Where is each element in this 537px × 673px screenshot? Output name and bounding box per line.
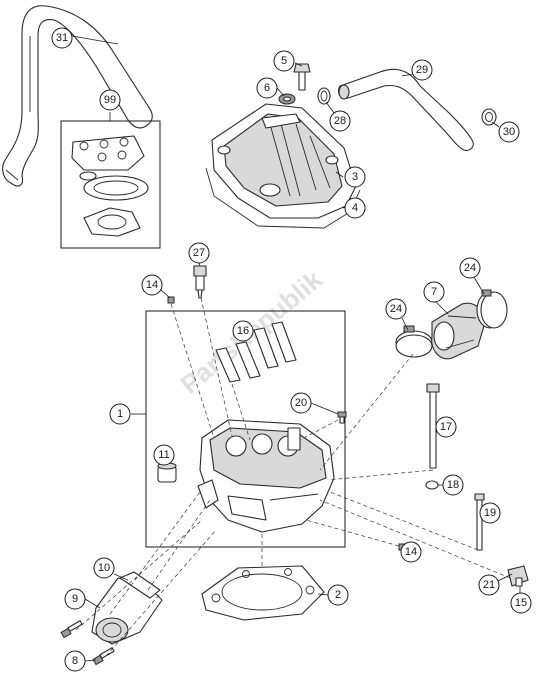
washer-18 [425,480,439,490]
callout-8: 8 [64,650,86,672]
svg-text:11: 11 [158,449,169,461]
breather-hose [2,5,153,187]
intake-boot-10 [91,571,163,645]
dowel-sleeve [157,462,177,483]
valve-cover [205,103,361,229]
callout-19: 19 [479,502,501,524]
svg-text:20: 20 [295,397,307,409]
svg-text:15: 15 [515,597,527,609]
svg-text:30: 30 [503,126,515,138]
gasket-kit-99 [60,120,161,249]
callout-21: 21 [478,574,500,596]
bolts-8-9 [60,620,115,666]
svg-text:18: 18 [447,479,459,491]
svg-text:9: 9 [72,593,78,605]
svg-text:28: 28 [334,115,346,127]
svg-text:6: 6 [264,82,270,94]
callout-4: 4 [344,197,366,219]
svg-text:4: 4 [352,202,358,214]
svg-text:7: 7 [431,286,437,298]
svg-text:10: 10 [98,562,110,574]
callout-2: 2 [327,584,349,606]
svg-text:2: 2 [335,589,341,601]
bolt-19 [474,493,485,551]
callout-11: 11 [153,444,175,466]
svg-text:1: 1 [117,408,123,420]
svg-text:29: 29 [416,64,428,76]
callout-20: 20 [290,392,312,414]
svg-text:19: 19 [484,507,496,519]
valve-guides [215,321,297,383]
callout-3: 3 [344,166,366,188]
callout-14-bottom: 14 [400,541,422,563]
screw-20 [337,411,347,424]
intake-clamp-24a [395,325,433,358]
callout-27: 27 [188,242,210,264]
callout-24-left: 24 [385,298,407,320]
svg-text:27: 27 [193,247,205,259]
svg-text:5: 5 [281,55,287,67]
svg-text:24: 24 [390,303,402,315]
callout-99: 99 [99,89,121,111]
svg-text:21: 21 [483,579,495,591]
svg-text:14: 14 [146,279,158,291]
callout-24-right: 24 [459,257,481,279]
hose-clamp-30 [481,108,497,126]
callout-6: 6 [256,77,278,99]
intake-flange-7 [431,302,485,360]
hose-clamp-28 [317,87,331,105]
svg-text:14: 14 [405,546,417,558]
svg-text:16: 16 [237,325,249,337]
callout-28: 28 [329,110,351,132]
svg-text:31: 31 [56,32,68,44]
callout-31: 31 [51,27,73,49]
svg-text:8: 8 [72,655,78,667]
callout-29: 29 [411,59,433,81]
callout-30: 30 [498,121,520,143]
temperature-sensor [193,265,207,299]
head-gasket [201,565,325,621]
callout-17: 17 [435,416,457,438]
callout-14-top: 14 [141,274,163,296]
callout-18: 18 [442,474,464,496]
svg-text:99: 99 [104,94,116,106]
breather-hose-29 [337,68,474,151]
callout-15: 15 [510,592,532,614]
intake-clamp-24b [476,289,508,329]
cover-bolt-and-seal [278,63,311,105]
callout-16: 16 [232,320,254,342]
callout-10: 10 [93,557,115,579]
svg-text:24: 24 [464,262,476,274]
svg-text:17: 17 [440,421,452,433]
callout-9: 9 [64,588,86,610]
fitting-15 [507,565,529,587]
cylinder-head-frame [145,310,346,548]
svg-text:3: 3 [352,171,358,183]
callout-1: 1 [109,403,131,425]
callout-7: 7 [423,281,445,303]
cylinder-head [197,419,335,533]
callout-5: 5 [273,50,295,72]
